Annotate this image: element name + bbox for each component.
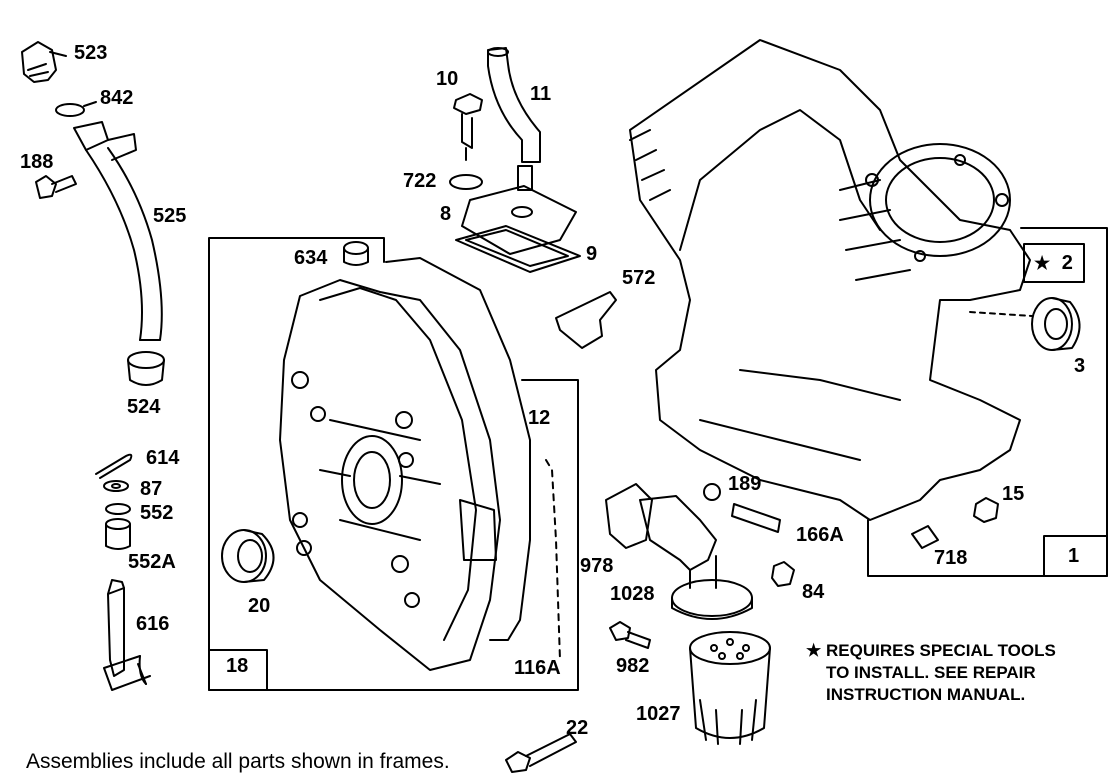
note-line-3: INSTRUCTION MANUAL. xyxy=(826,685,1026,704)
seal-524 xyxy=(127,351,165,386)
oil-filter-1027 xyxy=(689,631,771,745)
label-982: 982 xyxy=(616,655,650,677)
label-616: 616 xyxy=(136,613,170,635)
bushing-552a xyxy=(105,518,131,550)
star-icon: ★ xyxy=(806,641,822,660)
label-189: 189 xyxy=(728,473,762,495)
washer-552 xyxy=(105,503,131,515)
engine-block xyxy=(629,39,1031,521)
special-tools-note: ★ REQUIRES SPECIAL TOOLS TO INSTALL. SEE… xyxy=(806,640,1056,706)
plug-84 xyxy=(771,561,795,587)
seal-634 xyxy=(343,241,369,266)
label-1: 1 xyxy=(1068,545,1080,567)
label-22: 22 xyxy=(566,717,589,739)
note-line-1: REQUIRES SPECIAL TOOLS xyxy=(825,641,1056,660)
label-166a: 166A xyxy=(796,524,844,546)
label-2: 2 xyxy=(1061,252,1073,274)
label-978: 978 xyxy=(580,555,614,577)
label-524: 524 xyxy=(127,396,161,418)
label-842: 842 xyxy=(100,87,134,109)
gasket-9 xyxy=(455,225,581,273)
plug-15 xyxy=(973,497,999,523)
ring-722 xyxy=(449,174,483,190)
label-722: 722 xyxy=(403,170,437,192)
label-634: 634 xyxy=(294,247,328,269)
washer-189 xyxy=(703,483,721,501)
label-188: 188 xyxy=(20,151,54,173)
label-525: 525 xyxy=(153,205,187,227)
label-523: 523 xyxy=(74,42,108,64)
stud-166a xyxy=(731,503,781,533)
label-1027: 1027 xyxy=(636,703,681,725)
dipstick-tube-525 xyxy=(73,121,163,341)
dowel-718 xyxy=(911,525,939,549)
oil-filter-adapter-1028 xyxy=(639,495,753,620)
label-116a: 116A xyxy=(514,657,561,679)
seal-3 xyxy=(1031,297,1081,351)
label-87: 87 xyxy=(140,478,163,500)
gasket-12 xyxy=(385,257,531,641)
label-8: 8 xyxy=(440,203,452,225)
gasket-978 xyxy=(605,483,653,549)
note-line-2: TO INSTALL. SEE REPAIR xyxy=(826,663,1036,682)
bracket-572 xyxy=(555,291,617,349)
label-18: 18 xyxy=(226,655,249,677)
breather-tube-11 xyxy=(487,47,541,163)
label-718: 718 xyxy=(934,547,968,569)
label-9: 9 xyxy=(586,243,598,265)
breather-cover-8 xyxy=(461,165,577,255)
label-20: 20 xyxy=(248,595,271,617)
label-12: 12 xyxy=(528,407,551,429)
bolt-188 xyxy=(35,175,77,199)
label-614: 614 xyxy=(146,447,180,469)
star-icon: ★ xyxy=(1034,253,1051,273)
assemblies-caption: Assemblies include all parts shown in fr… xyxy=(26,750,450,773)
bolt-982 xyxy=(609,621,651,649)
label-84: 84 xyxy=(802,581,825,603)
label-10: 10 xyxy=(436,68,459,90)
frame-12 xyxy=(383,379,579,691)
label-552: 552 xyxy=(140,502,174,524)
seal-20 xyxy=(221,529,275,583)
label-552a: 552A xyxy=(128,551,176,573)
label-1028: 1028 xyxy=(610,583,655,605)
label-15: 15 xyxy=(1002,483,1025,505)
frame-18-number-box xyxy=(208,649,268,691)
frame-2-number-box xyxy=(1023,243,1085,283)
crankcase-cover xyxy=(279,279,501,671)
governor-shaft-616 xyxy=(103,579,151,691)
pin-614 xyxy=(95,453,133,479)
label-2-starred: ★ 2 xyxy=(1034,253,1073,273)
o-ring-842 xyxy=(55,103,85,117)
washer-87 xyxy=(103,480,129,492)
label-572: 572 xyxy=(622,267,656,289)
breather-bolt-10 xyxy=(453,93,483,161)
frame-1-number-box xyxy=(1043,535,1108,577)
dipstick-cap-523 xyxy=(21,41,67,83)
label-3: 3 xyxy=(1074,355,1086,377)
frame-1 xyxy=(867,227,1108,577)
bolt-22 xyxy=(505,733,577,773)
label-11: 11 xyxy=(530,83,552,105)
